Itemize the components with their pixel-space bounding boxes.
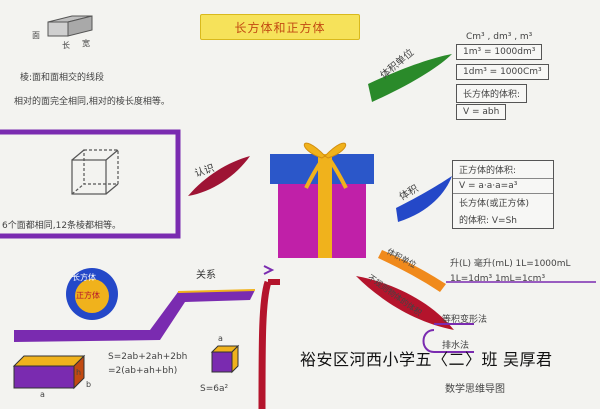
volume-units-line: Cm³ , dm³ , m³ <box>466 32 533 42</box>
properties-text: 相对的面完全相同,相对的棱长度相等。 <box>14 97 170 107</box>
dim-label-a: a <box>40 390 45 399</box>
cube-colored <box>210 344 240 374</box>
cuboid-colored <box>12 354 86 390</box>
dim-label-b: b <box>86 380 92 389</box>
relation-branch-highlight <box>177 289 256 293</box>
volume-line: 正方体的体积: <box>453 161 553 179</box>
cube-note: 6个面都相同,12条棱都相等。 <box>2 221 122 231</box>
relation-branch <box>14 290 255 342</box>
gift-ribbon-vertical <box>318 154 332 258</box>
capacity-line-1: 升(L) 毫升(mL) 1L=1000mL <box>450 259 571 269</box>
relation-label: 关系 <box>196 270 216 281</box>
gift-ribbon-tail-right <box>328 158 348 189</box>
volume-units-line: 长方体的体积: <box>456 84 528 103</box>
volume-units-line: 1m³ = 1000dm³ <box>456 44 543 60</box>
dim-label-a2: a <box>218 334 223 343</box>
gift-bow-right <box>324 142 347 159</box>
capacity-branch <box>378 250 446 292</box>
gift-ribbon-tail-left <box>304 158 324 189</box>
face-label: 面 <box>32 31 40 40</box>
arrow-icon <box>263 265 275 275</box>
maroon-frame-left <box>258 280 272 409</box>
volume-line: 的体积: V=Sh <box>459 216 518 226</box>
gift-bow-left <box>303 142 326 159</box>
cuboid-sketch-top <box>47 15 93 37</box>
recognition-branch <box>188 156 250 196</box>
subtitle: 数学思维导图 <box>445 384 505 395</box>
page-title: 长方体和正方体 <box>200 14 360 40</box>
cuboid-surface-formula-2: =2(ab+ah+bh) <box>108 366 178 376</box>
edge-definition: 棱:面和面相交的线段 <box>20 73 105 83</box>
recognition-frame <box>0 129 181 239</box>
relation-inner-circle <box>75 279 109 313</box>
relation-inner-text: 正方体 <box>76 291 100 300</box>
irregular-branch <box>356 276 454 330</box>
volume-branch <box>396 176 452 222</box>
volume-units-line: 1dm³ = 1000Cm³ <box>456 64 549 80</box>
capacity-line-2: 1L=1dm³ 1mL=1cm³ <box>450 274 546 284</box>
volume-line: V = a·a·a=a³ <box>453 179 553 194</box>
methods-bracket <box>422 323 474 353</box>
relation-outer-text: 长方体 <box>72 273 96 282</box>
cube-sketch <box>71 149 119 195</box>
cube-surface-formula: S=6a² <box>200 384 229 394</box>
school-name: 裕安区河西小学五〈二〉班 吴厚君 <box>300 352 553 369</box>
cuboid-surface-formula: S=2ab+2ah+2bh <box>108 352 188 362</box>
volume-box: 正方体的体积: V = a·a·a=a³ 长方体(或正方体) 的体积: V=Sh <box>452 160 554 229</box>
dim-label-h: h <box>76 368 82 377</box>
width-label: 宽 <box>82 39 90 48</box>
volume-units-line: V = abh <box>456 104 507 120</box>
method-equal-volume: 等积变形法 <box>442 315 488 325</box>
method-water-displacement: 排水法 <box>442 341 470 351</box>
length-label: 长 <box>62 41 70 50</box>
volume-units-branch <box>368 54 452 102</box>
volume-line: 长方体(或正方体) <box>459 199 530 209</box>
